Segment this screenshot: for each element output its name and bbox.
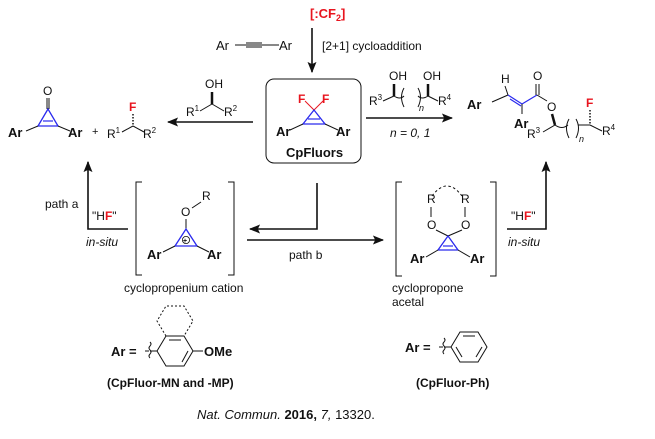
hf-label-left: "HF" [92, 209, 117, 223]
svg-text:R2: R2 [143, 126, 157, 141]
svg-text:Ar: Ar [514, 116, 528, 131]
n-condition: n = 0, 1 [390, 126, 430, 140]
svg-text:F: F [298, 92, 305, 106]
svg-text:Ar: Ar [279, 38, 293, 53]
svg-text:Ar: Ar [470, 251, 484, 266]
svg-text:OH: OH [205, 77, 223, 91]
svg-text:R1: R1 [186, 104, 200, 119]
svg-text:O: O [427, 218, 436, 232]
cpfluors-box: F F Ar Ar CpFluors [265, 78, 362, 164]
right-path-arrow [507, 160, 551, 230]
svg-text:O: O [461, 218, 470, 232]
svg-text:Ar =: Ar = [405, 340, 431, 355]
svg-text:R2: R2 [224, 104, 238, 119]
cpfluor-mn-caption: (CpFluor-MN and -MP) [107, 376, 234, 390]
cyclopropenium-cation: R O + Ar Ar cyclopropenium cation [124, 181, 243, 295]
svg-text:R4: R4 [602, 123, 616, 138]
in-situ-left: in-situ [86, 235, 118, 249]
path-a-arrow [83, 160, 128, 230]
cpfluors-label: CpFluors [286, 145, 343, 160]
ar-methoxynaphthyl: Ar = OMe (CpFluor-MN and -MP) [107, 305, 234, 390]
svg-text:O: O [547, 100, 556, 114]
svg-text:Ar: Ar [336, 124, 350, 139]
in-situ-right: in-situ [508, 235, 540, 249]
diol-reagent: OH OH n R3 R4 [369, 69, 452, 113]
svg-text:Ar: Ar [207, 247, 221, 262]
cycloaddition-label: [2+1] cycloaddition [322, 39, 422, 53]
citation: Nat. Commun. 2016, 7, 13320. [197, 407, 375, 422]
plus-sign: + [92, 126, 98, 138]
svg-text:Ar: Ar [8, 125, 22, 140]
alkyne: Ar Ar [216, 38, 293, 53]
path-a-label: path a [45, 197, 79, 211]
difluorocarbene-label: [:CF2] [310, 6, 345, 23]
cyclopropone-acetal: R R O O Ar Ar cyclopropone acetal [392, 181, 497, 309]
svg-text:R: R [427, 192, 436, 206]
svg-text:Ar: Ar [68, 125, 82, 140]
svg-text:F: F [129, 100, 136, 114]
svg-text:H: H [501, 72, 510, 86]
cyclopropenone: O Ar Ar [8, 84, 82, 140]
svg-text:R3: R3 [527, 126, 541, 141]
cation-caption: cyclopropenium cation [124, 281, 243, 295]
svg-text:O: O [181, 205, 190, 219]
alkyl-fluoride: F R1 R2 [107, 100, 157, 141]
svg-text:OH: OH [389, 69, 407, 83]
svg-text:Ar: Ar [216, 38, 230, 53]
svg-text:OMe: OMe [204, 344, 232, 359]
svg-text:n: n [579, 134, 584, 144]
acetal-caption-1: cyclopropone [392, 281, 464, 295]
svg-text:Ar: Ar [276, 124, 290, 139]
svg-text:R1: R1 [107, 126, 121, 141]
svg-text:Ar =: Ar = [111, 344, 137, 359]
svg-text:Ar: Ar [147, 247, 161, 262]
secondary-alcohol: OH R1 R2 [186, 77, 238, 119]
svg-text:Ar: Ar [467, 97, 481, 112]
acetal-caption-2: acetal [392, 295, 424, 309]
svg-text:+: + [183, 238, 187, 245]
svg-text:n: n [419, 103, 424, 113]
svg-text:O: O [533, 69, 542, 83]
fluoroalkyl-ester: H O O Ar Ar n F R3 R4 [467, 69, 616, 144]
svg-text:R3: R3 [369, 93, 383, 108]
svg-text:R: R [202, 189, 211, 203]
cpfluor-ph-caption: (CpFluor-Ph) [416, 376, 489, 390]
path-b-label: path b [289, 248, 323, 262]
hf-label-right: "HF" [511, 209, 536, 223]
svg-text:Ar: Ar [410, 251, 424, 266]
svg-text:O: O [43, 84, 52, 98]
svg-text:R4: R4 [438, 93, 452, 108]
svg-text:R: R [461, 192, 470, 206]
svg-text:F: F [586, 96, 593, 110]
svg-text:OH: OH [423, 69, 441, 83]
svg-text:F: F [322, 92, 329, 106]
ar-phenyl: Ar = (CpFluor-Ph) [405, 331, 489, 390]
path-b-down-arrow [248, 183, 318, 234]
